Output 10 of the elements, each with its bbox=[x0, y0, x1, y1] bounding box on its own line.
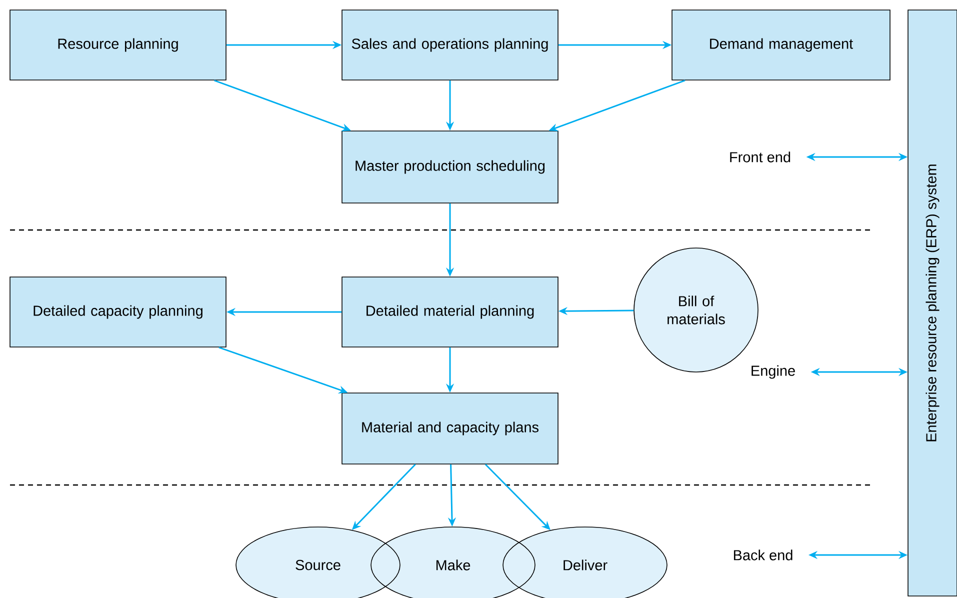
process-box: Sales and operations planning bbox=[342, 10, 558, 80]
process-box: Master production scheduling bbox=[342, 130, 558, 204]
process-box: Resource planning bbox=[10, 10, 226, 80]
process-box: Detailed material planning bbox=[342, 276, 558, 348]
layer-label: Front end bbox=[730, 152, 790, 162]
layer-label: Back end bbox=[734, 550, 792, 560]
process-box: Demand management bbox=[672, 10, 890, 80]
process-box: Material and capacity plans bbox=[342, 392, 558, 464]
process-box: Detailed capacity planning bbox=[10, 276, 226, 348]
system-bar: Enterprise resource planning (ERP) system bbox=[908, 10, 957, 596]
